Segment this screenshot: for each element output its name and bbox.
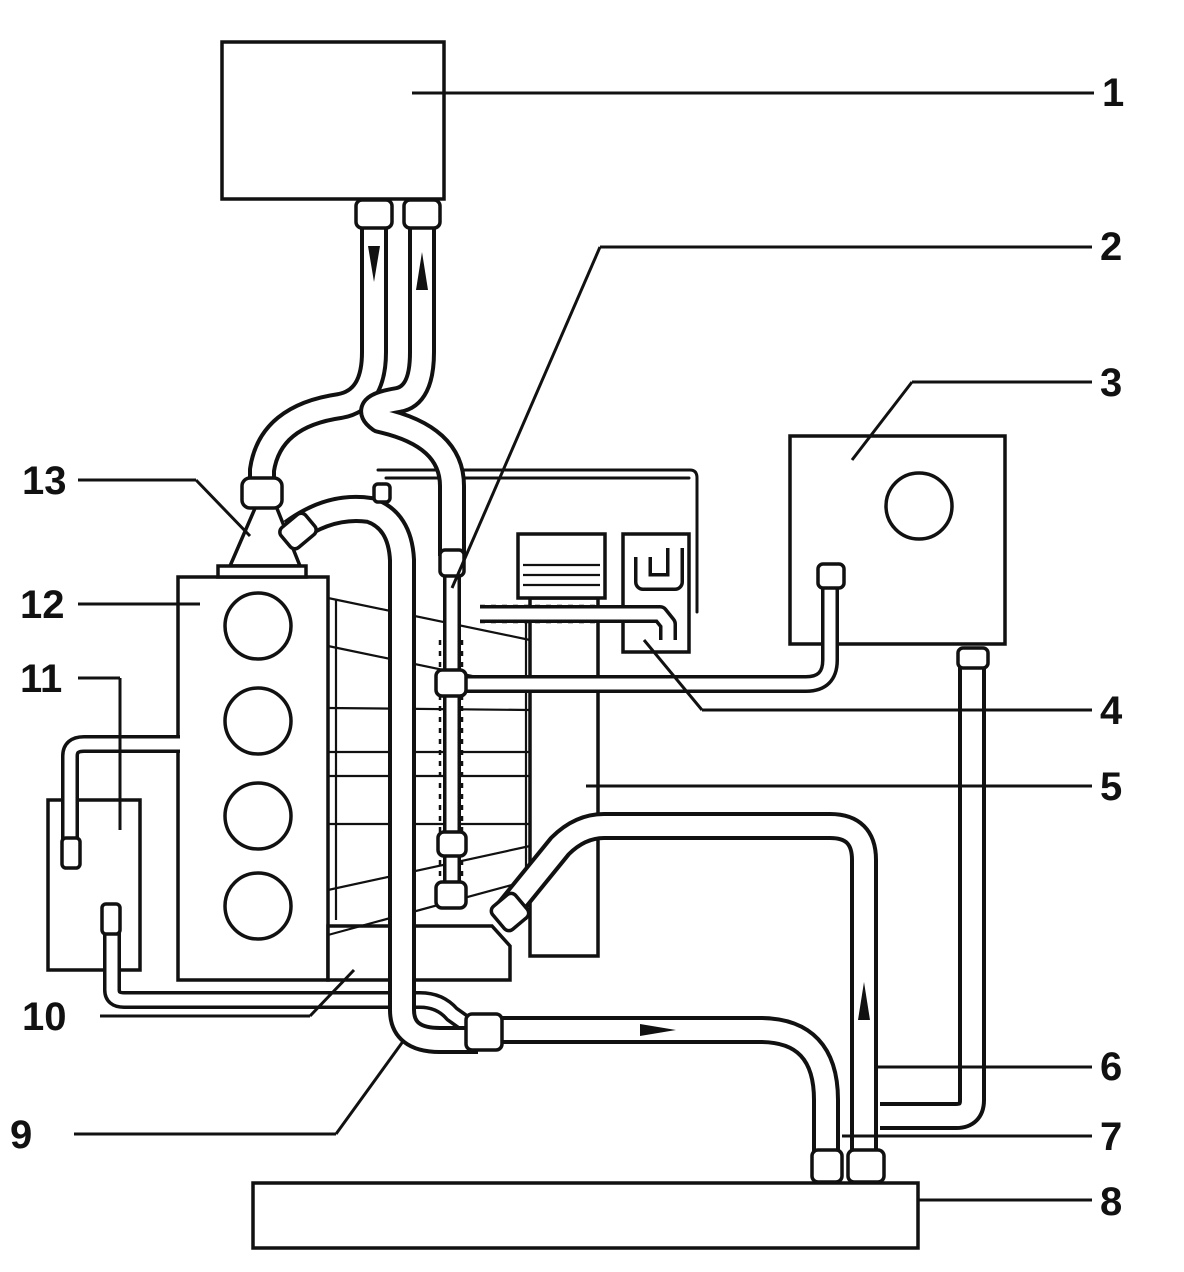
reservoir-return-hose [880, 658, 986, 1130]
fittings [60, 198, 990, 1184]
cylinder-3 [223, 781, 293, 851]
component-5-block [528, 596, 600, 958]
arrow-right-hose-7 [640, 1024, 676, 1036]
component-4-frame [376, 468, 699, 614]
component-3-cap [884, 471, 954, 541]
hose-6-upper-inner [500, 816, 874, 1160]
label-10: 10 [22, 995, 67, 1039]
hose-1-right-inner [363, 212, 462, 556]
fin-lines [327, 596, 531, 937]
label-7: 7 [1100, 1115, 1122, 1159]
hose-7-lower-inner [478, 1020, 836, 1160]
hose-9-upper-inner [286, 498, 478, 1050]
arrow-up-hose-1 [416, 252, 428, 290]
label-8: 8 [1100, 1180, 1122, 1224]
arrow-up-hose-6 [858, 982, 870, 1020]
component-10-oil-pan [326, 924, 512, 982]
cylinder-4 [223, 871, 293, 941]
hose-7-lower [478, 1016, 840, 1160]
reservoir-overflow-tube-inner [460, 580, 836, 690]
label-9: 9 [10, 1113, 32, 1157]
component-1-box [220, 40, 446, 201]
heater-return-hose-inner [106, 910, 470, 1029]
label-4: 4 [1100, 689, 1123, 733]
label-13: 13 [22, 459, 67, 503]
leader-lines [74, 91, 1094, 1202]
cylinder-2 [223, 686, 293, 756]
cylinder-1 [223, 591, 293, 661]
label-2: 2 [1100, 225, 1122, 269]
reservoir-return-hose-inner [880, 658, 982, 1126]
label-3: 3 [1100, 361, 1122, 405]
label-6: 6 [1100, 1045, 1122, 1089]
hose-1-left-inner [252, 212, 384, 486]
label-12: 12 [20, 583, 65, 627]
component-8-radiator [251, 1181, 920, 1250]
heater-supply-hose-inner [64, 738, 180, 840]
arrow-down-hose-1 [368, 246, 380, 282]
label-5: 5 [1100, 765, 1122, 809]
valve-lower-tube-inner [480, 608, 674, 640]
engine-head-strip [216, 564, 308, 579]
label-11: 11 [20, 657, 62, 701]
label-1: 1 [1102, 71, 1124, 115]
valve-loop-inner [637, 548, 681, 588]
